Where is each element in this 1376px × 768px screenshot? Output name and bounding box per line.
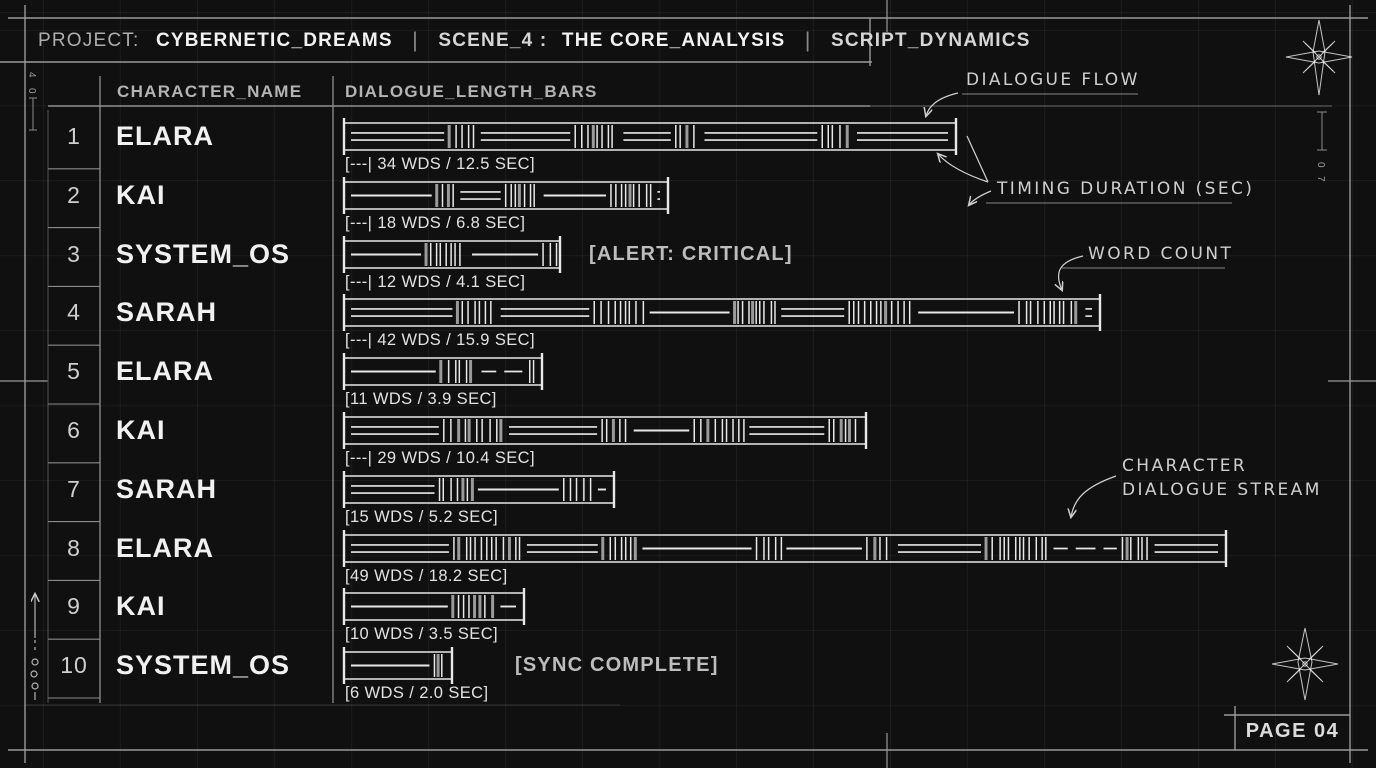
annotation-word-count: WORD COUNT: [1088, 244, 1234, 264]
bar-metrics-label: [15 WDS / 5.2 SEC]: [345, 507, 499, 526]
character-name: SARAH: [116, 473, 218, 504]
separator: |: [804, 29, 812, 52]
bar-metrics-label: [---| 18 WDS / 6.8 SEC]: [345, 213, 526, 232]
column-header-bars: DIALOGUE_LENGTH_BARS: [345, 82, 598, 101]
annotation-character-stream: CHARACTER DIALOGUE STREAM: [1122, 456, 1322, 500]
scene-label: SCENE_4 :: [438, 30, 548, 51]
character-name: KAI: [116, 415, 166, 445]
dialogue-length-bar: [339, 349, 549, 395]
row-number: 9: [67, 593, 81, 620]
character-name: SARAH: [116, 297, 218, 328]
row-number: 1: [67, 123, 81, 149]
bar-metrics-label: [---| 29 WDS / 10.4 SEC]: [345, 449, 535, 467]
character-name: ELARA: [116, 121, 214, 151]
annotation-timing-duration: TIMING DURATION (SEC): [997, 179, 1255, 199]
bar-metrics-label: [10 WDS / 3.5 SEC]: [345, 625, 499, 644]
scene-value: THE CORE_ANALYSIS: [561, 30, 786, 51]
row-number: 4: [67, 299, 81, 326]
bar-metrics-label: [---| 34 WDS / 12.5 SEC]: [345, 155, 535, 173]
annotation-dialogue-flow: DIALOGUE FLOW: [966, 70, 1140, 90]
row-number: 2: [67, 181, 81, 208]
dialogue-length-bar: [339, 526, 1233, 572]
dialogue-length-bar: [339, 643, 459, 689]
bar-metrics-label: [---| 12 WDS / 4.1 SEC]: [345, 272, 526, 291]
column-header-character: CHARACTER_NAME: [117, 82, 303, 101]
status-badge: [ALERT: CRITICAL]: [589, 242, 793, 265]
project-value: CYBERNETIC_DREAMS: [155, 30, 393, 51]
row-number: 8: [67, 534, 81, 561]
character-name: ELARA: [116, 356, 214, 387]
character-name: SYSTEM_OS: [116, 650, 291, 681]
dialogue-length-bar: [339, 408, 873, 454]
project-label: PROJECT:: [38, 30, 140, 51]
character-name: SYSTEM_OS: [116, 238, 291, 269]
status-badge: [SYNC COMPLETE]: [515, 654, 719, 677]
page-number-badge: PAGE 04: [1245, 720, 1340, 742]
bar-metrics-label: [---| 42 WDS / 15.9 SEC]: [345, 331, 535, 350]
dialogue-length-bar: [339, 114, 963, 160]
dialogue-length-bar: [339, 290, 1107, 336]
dialogue-length-bar: [339, 584, 531, 630]
row-number: 3: [67, 240, 81, 267]
row-number: 6: [67, 417, 81, 443]
annotation-character-stream-line1: CHARACTER: [1122, 456, 1248, 476]
dialogue-length-bar: [339, 467, 621, 513]
bar-metrics-label: [11 WDS / 3.9 SEC]: [345, 390, 497, 409]
dialogue-length-bar: [339, 232, 567, 278]
character-name: ELARA: [116, 532, 214, 563]
bar-metrics-label: [6 WDS / 2.0 SEC]: [345, 684, 489, 703]
mode-value: SCRIPT_DYNAMICS: [830, 30, 1031, 51]
dialogue-length-bar: [339, 173, 675, 219]
title-bar: PROJECT: CYBERNETIC_DREAMS | SCENE_4 : T…: [38, 26, 1031, 56]
separator: |: [412, 29, 419, 52]
annotation-character-stream-line2: DIALOGUE STREAM: [1122, 480, 1322, 500]
bar-metrics-label: [49 WDS / 18.2 SEC]: [345, 566, 508, 585]
row-number: 10: [60, 652, 88, 679]
row-number: 5: [67, 358, 81, 385]
row-number: 7: [67, 475, 81, 502]
character-name: KAI: [116, 591, 166, 622]
character-name: KAI: [116, 179, 166, 210]
